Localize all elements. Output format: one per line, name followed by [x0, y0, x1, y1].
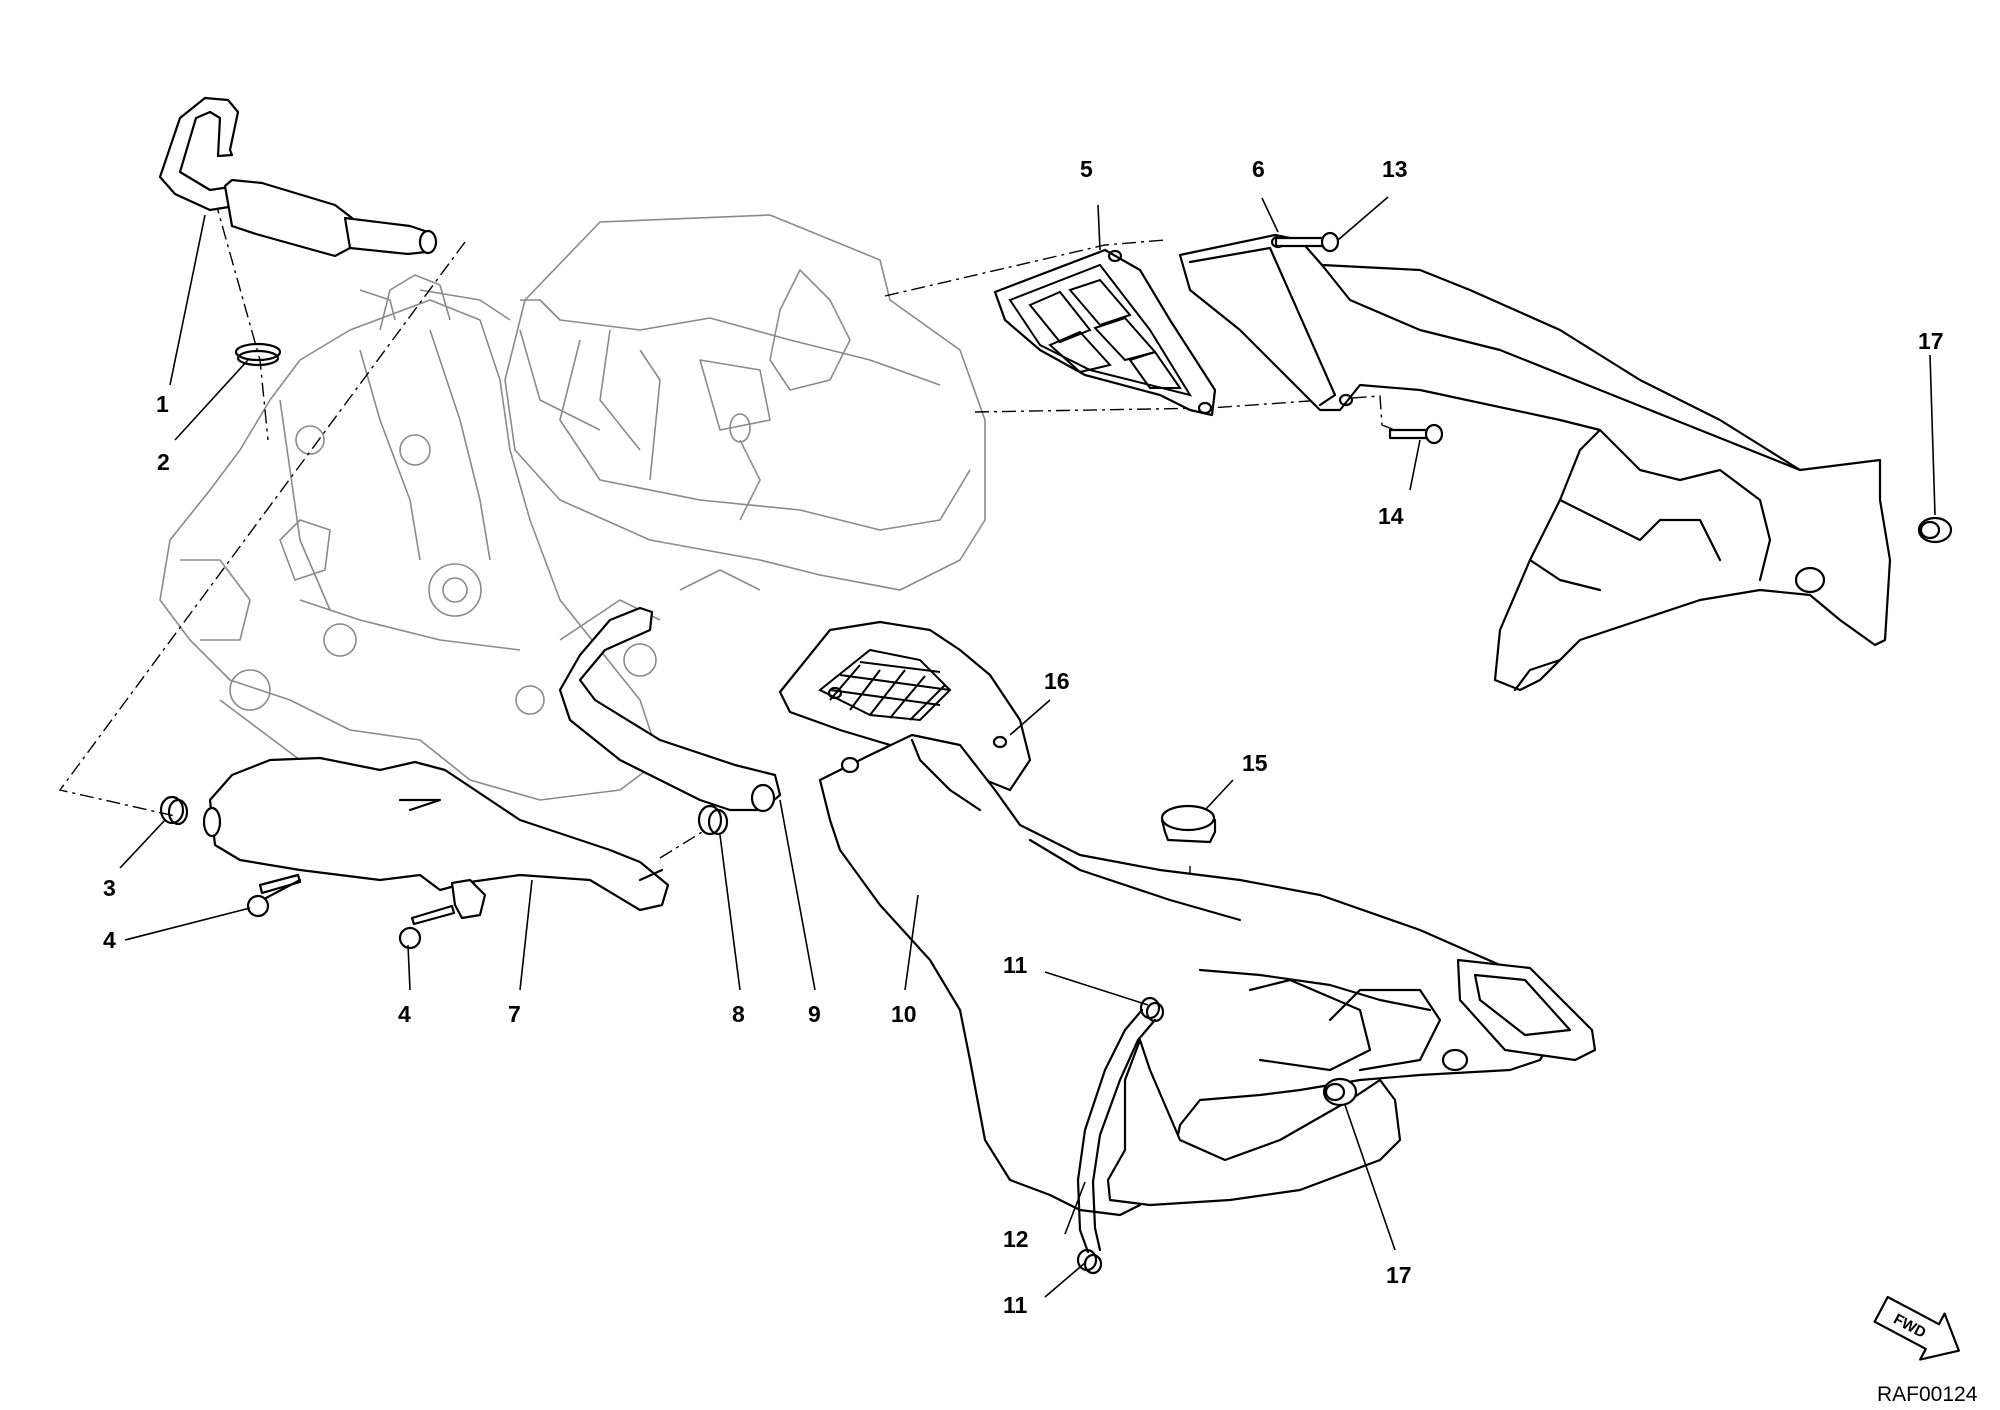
callout-6: 6	[1252, 156, 1265, 182]
leader-lines	[119, 196, 1936, 1298]
part-11-clip-lower	[1076, 1248, 1103, 1275]
part-13-screw	[1274, 231, 1340, 253]
drawing-code: RAF00124	[1877, 1383, 1978, 1406]
callout-4: 4	[103, 927, 116, 953]
part-5-inlet-grille	[993, 248, 1217, 417]
callout-5: 5	[1080, 156, 1093, 182]
part-14-screw	[1388, 423, 1444, 445]
part-16-inlet-grille	[778, 620, 1032, 792]
part-7-side-duct	[202, 756, 670, 920]
forward-arrow-icon: FWD	[1873, 1295, 1960, 1361]
part-17-grommet-right	[1917, 516, 1953, 544]
part-1-breather-hose	[158, 96, 438, 258]
callout-12: 12	[1003, 1226, 1029, 1252]
callout-16: 16	[1044, 668, 1070, 694]
callout-4: 4	[398, 1001, 411, 1027]
part-9-breather-pipe	[558, 606, 782, 813]
part-10-air-duct	[818, 733, 1597, 1217]
part-2-hose-clip	[234, 342, 282, 367]
part-4-screw-upper	[246, 873, 302, 918]
callout-15: 15	[1242, 750, 1268, 776]
callout-14: 14	[1378, 503, 1404, 529]
callout-9: 9	[808, 1001, 821, 1027]
part-8-hose-clip	[697, 804, 729, 836]
callout-1: 1	[156, 391, 169, 417]
part-4-screw-lower	[398, 904, 456, 950]
part-12-drain-hose	[1076, 1008, 1157, 1254]
callout-3: 3	[103, 875, 116, 901]
callout-7: 7	[508, 1001, 521, 1027]
part-6-upper-duct	[1178, 233, 1892, 692]
callout-11: 11	[1003, 1292, 1028, 1318]
callout-17: 17	[1386, 1262, 1412, 1288]
callout-11: 11	[1003, 952, 1028, 978]
callout-17: 17	[1918, 328, 1944, 354]
callout-2: 2	[157, 449, 170, 475]
callout-8: 8	[732, 1001, 745, 1027]
callout-13: 13	[1382, 156, 1408, 182]
part-15-filler-cap	[1160, 804, 1217, 844]
part-17-grommet-lower	[1322, 1077, 1358, 1107]
callout-labels: 1 2 3 4 4 7 8 9 10 11 11 12 5 6 13 14 15…	[103, 156, 1944, 1318]
callout-10: 10	[891, 1001, 917, 1027]
part-3-hose-clip	[159, 795, 189, 826]
